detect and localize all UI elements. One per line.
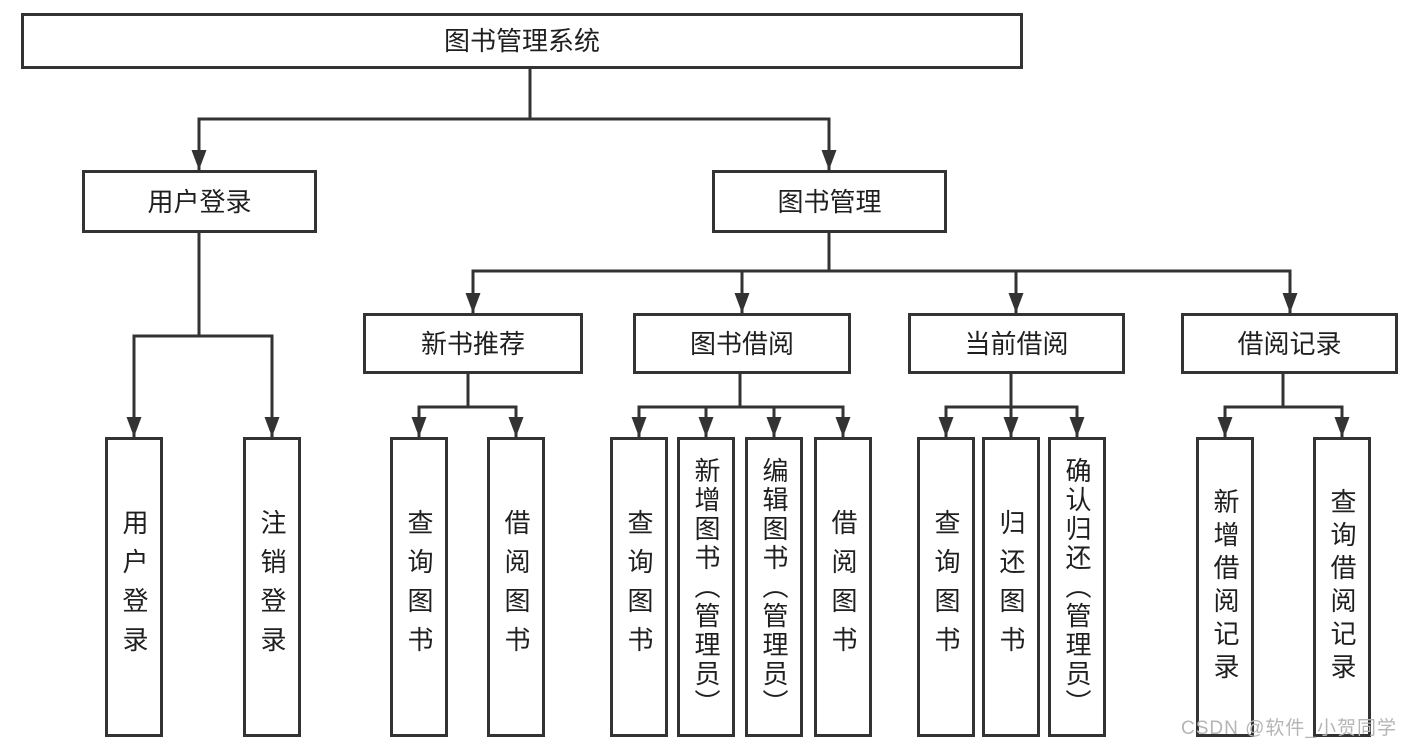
node-leaf-current-query-book-label: 查询图书 [931, 509, 961, 665]
node-borrowing-records: 借阅记录 [1181, 313, 1398, 374]
node-leaf-newbook-borrow-book: 借阅图书 [487, 437, 545, 737]
node-book-management: 图书管理 [712, 170, 947, 233]
node-leaf-add-book-admin: 新增图书（管理员） [677, 437, 735, 737]
node-leaf-add-borrow-record: 新增借阅记录 [1196, 437, 1254, 737]
node-leaf-query-borrow-record-label: 查询借阅记录 [1327, 488, 1357, 686]
node-book-management-label: 图书管理 [777, 186, 882, 217]
node-leaf-query-borrow-record: 查询借阅记录 [1313, 437, 1371, 737]
node-leaf-user-login-label: 用户登录 [119, 509, 149, 665]
node-system-root: 图书管理系统 [21, 13, 1023, 69]
node-leaf-borrowing-query-book: 查询图书 [610, 437, 668, 737]
node-leaf-confirm-return-admin-label: 确认归还（管理员） [1062, 456, 1092, 718]
node-book-borrowing: 图书借阅 [633, 313, 851, 374]
node-system-root-label: 图书管理系统 [443, 26, 600, 56]
node-leaf-confirm-return-admin: 确认归还（管理员） [1048, 437, 1106, 737]
node-leaf-logout: 注销登录 [243, 437, 301, 737]
node-leaf-return-book: 归还图书 [982, 437, 1040, 737]
node-new-book-recommendation: 新书推荐 [363, 313, 583, 374]
node-current-borrowing-label: 当前借阅 [964, 328, 1069, 359]
node-leaf-add-book-admin-label: 新增图书（管理员） [691, 456, 721, 718]
node-leaf-newbook-query-book-label: 查询图书 [404, 509, 434, 665]
node-leaf-borrowing-query-book-label: 查询图书 [624, 509, 654, 665]
node-leaf-current-query-book: 查询图书 [917, 437, 975, 737]
node-new-book-recommendation-label: 新书推荐 [420, 328, 525, 359]
node-leaf-newbook-query-book: 查询图书 [390, 437, 448, 737]
node-leaf-borrowing-borrow-book-label: 借阅图书 [828, 509, 858, 665]
node-leaf-add-borrow-record-label: 新增借阅记录 [1210, 488, 1240, 686]
node-leaf-edit-book-admin-label: 编辑图书（管理员） [759, 456, 789, 718]
node-leaf-return-book-label: 归还图书 [996, 509, 1026, 665]
node-current-borrowing: 当前借阅 [908, 313, 1125, 374]
node-book-borrowing-label: 图书借阅 [689, 328, 794, 359]
node-borrowing-records-label: 借阅记录 [1237, 328, 1342, 359]
node-leaf-edit-book-admin: 编辑图书（管理员） [745, 437, 803, 737]
csdn-watermark: CSDN @软件_小贺同学 [1181, 718, 1397, 739]
node-user-login: 用户登录 [82, 170, 317, 233]
node-user-login-label: 用户登录 [147, 186, 252, 217]
node-leaf-borrowing-borrow-book: 借阅图书 [814, 437, 872, 737]
node-leaf-newbook-borrow-book-label: 借阅图书 [501, 509, 531, 665]
node-leaf-user-login: 用户登录 [105, 437, 163, 737]
node-leaf-logout-label: 注销登录 [257, 509, 287, 665]
